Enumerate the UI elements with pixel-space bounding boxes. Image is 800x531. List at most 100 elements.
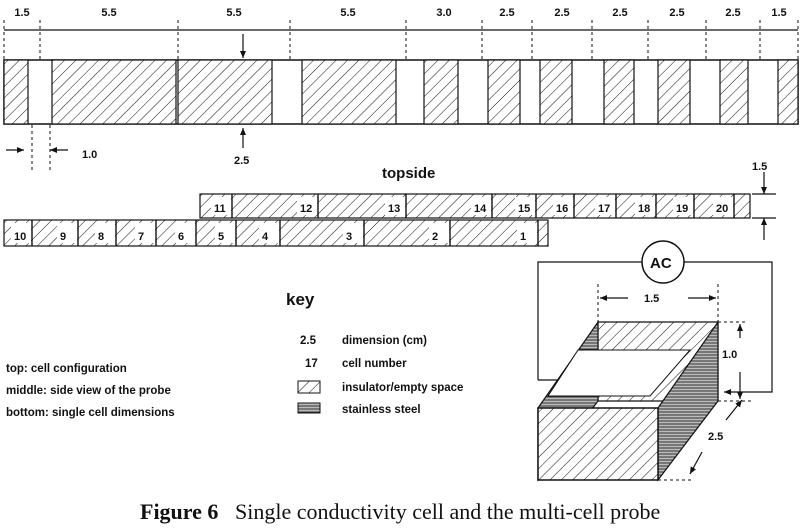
key-steel-text: stainless steel bbox=[342, 404, 421, 416]
top-dimension-label: 5.5 bbox=[340, 7, 355, 19]
mid-gap-dimension: 2.5 bbox=[234, 155, 249, 167]
key-title: key bbox=[286, 290, 315, 309]
key-dimension-text: dimension (cm) bbox=[342, 335, 427, 347]
key-dimension-symbol: 2.5 bbox=[300, 335, 317, 347]
top-dimension-label: 2.5 bbox=[554, 7, 569, 19]
cell-number: 20 bbox=[716, 203, 728, 215]
cell-number: 9 bbox=[60, 231, 66, 243]
key-insulator-text: insulator/empty space bbox=[342, 382, 463, 394]
top-cell-configuration: 1.5 5.5 5.5 5.5 3.0 2.5 2.5 2.5 2.5 2.5 1.5 1.0 2.… bbox=[3, 7, 799, 170]
note-top: top: cell configuration bbox=[6, 363, 127, 375]
top-dimension-label: 1.5 bbox=[14, 7, 29, 19]
cell-number-box bbox=[713, 197, 733, 215]
top-dimension-label: 5.5 bbox=[226, 7, 241, 19]
cell-number-box bbox=[673, 197, 693, 215]
cell-number: 6 bbox=[178, 231, 184, 243]
top-sub-dimensions: 1.0 2.5 bbox=[6, 34, 249, 170]
cell-number-box bbox=[11, 223, 31, 243]
key-cell-number-text: cell number bbox=[342, 358, 407, 370]
cell-number: 3 bbox=[346, 231, 352, 243]
key-cell-number-symbol: 17 bbox=[305, 358, 318, 370]
cell-depth-label: 2.5 bbox=[708, 431, 723, 443]
top-dimension-label: 2.5 bbox=[499, 7, 514, 19]
top-dimension-label: 1.5 bbox=[771, 7, 786, 19]
cell-number-box bbox=[135, 223, 155, 243]
cell-number: 15 bbox=[518, 203, 530, 215]
cell-front-wall bbox=[537, 407, 659, 481]
steel-swatch bbox=[297, 402, 321, 414]
cell-width-label: 1.5 bbox=[644, 293, 659, 305]
cell-number: 16 bbox=[556, 203, 568, 215]
cell-number-box bbox=[553, 197, 573, 215]
caption-label: Figure 6 bbox=[140, 499, 218, 524]
cell-number-box bbox=[517, 223, 537, 243]
side-height-label: 1.5 bbox=[752, 161, 767, 173]
cell-number: 13 bbox=[388, 203, 400, 215]
top-dimension-label: 2.5 bbox=[725, 7, 740, 19]
insulator-swatch bbox=[297, 380, 321, 394]
cell-number-box bbox=[343, 223, 363, 243]
insulator-segment bbox=[51, 59, 177, 125]
cell-number-box bbox=[471, 197, 491, 215]
insulator-segment bbox=[777, 59, 799, 125]
insulator-segment bbox=[603, 59, 635, 125]
cell-number-box bbox=[635, 197, 655, 215]
cell-number-box bbox=[515, 197, 535, 215]
insulator-segment bbox=[487, 59, 521, 125]
insulator-segment bbox=[177, 59, 273, 125]
top-dimension-label: 2.5 bbox=[612, 7, 627, 19]
insulator-segment bbox=[719, 59, 749, 125]
lower-cell-row: 10 9 8 7 6 5 4 3 2 1 bbox=[3, 219, 549, 247]
cell-number: 4 bbox=[262, 231, 269, 243]
cell-opening bbox=[547, 349, 692, 397]
cell-number: 14 bbox=[474, 203, 487, 215]
cell-number-box bbox=[595, 197, 615, 215]
cell-number-box bbox=[259, 223, 279, 243]
insulator-segment bbox=[301, 59, 397, 125]
cell-number: 11 bbox=[214, 203, 226, 215]
key: key 2.5 dimension (cm) 17 cell number in… bbox=[286, 290, 463, 416]
single-cell-drawing: AC 1.5 1.0 2.5 bbox=[537, 240, 773, 482]
cell-number-box bbox=[429, 223, 449, 243]
left-gap-dimension: 1.0 bbox=[82, 149, 97, 161]
figure-caption: Figure 6 Single conductivity cell and th… bbox=[140, 499, 660, 524]
insulator-segment bbox=[539, 59, 573, 125]
cell-number: 10 bbox=[14, 231, 26, 243]
note-middle: middle: side view of the probe bbox=[6, 385, 171, 397]
upper-cell-row: 11 12 13 14 15 16 17 18 19 20 bbox=[199, 193, 751, 219]
notes: top: cell configuration middle: side vie… bbox=[6, 363, 175, 419]
cell-number-box bbox=[95, 223, 115, 243]
insulator-segment bbox=[3, 59, 29, 125]
cell-height-label: 1.0 bbox=[722, 349, 737, 361]
ac-source-label: AC bbox=[650, 255, 672, 272]
ac-source-circle bbox=[641, 240, 685, 284]
cell-number: 2 bbox=[432, 231, 438, 243]
cell-number: 17 bbox=[598, 203, 610, 215]
top-cell-bar bbox=[3, 59, 799, 125]
cell-number: 7 bbox=[138, 231, 144, 243]
note-bottom: bottom: single cell dimensions bbox=[6, 407, 175, 419]
insulator-segment bbox=[657, 59, 691, 125]
top-dimension-label: 2.5 bbox=[669, 7, 684, 19]
cell-number: 1 bbox=[520, 231, 526, 243]
cell-number-box bbox=[215, 223, 235, 243]
cell-number-box bbox=[211, 197, 231, 215]
cell-number: 8 bbox=[98, 231, 104, 243]
topside-label: topside bbox=[382, 165, 435, 182]
cell-number: 5 bbox=[218, 231, 224, 243]
cell-number-box bbox=[175, 223, 195, 243]
top-dimension-label: 5.5 bbox=[101, 7, 116, 19]
height-dimension: 1.5 bbox=[752, 161, 776, 240]
top-dimension-label: 3.0 bbox=[436, 7, 451, 19]
caption-text: Single conductivity cell and the multi-c… bbox=[235, 499, 660, 524]
cell-number-box bbox=[385, 197, 405, 215]
cell-number-box bbox=[57, 223, 77, 243]
cell-number: 12 bbox=[300, 203, 312, 215]
cell-number: 19 bbox=[676, 203, 688, 215]
insulator-segment bbox=[423, 59, 459, 125]
cell-number-box bbox=[297, 197, 317, 215]
cell-number: 18 bbox=[638, 203, 650, 215]
top-dimension-labels: 1.5 5.5 5.5 5.5 3.0 2.5 2.5 2.5 2.5 2.5 1.5 bbox=[3, 7, 799, 60]
